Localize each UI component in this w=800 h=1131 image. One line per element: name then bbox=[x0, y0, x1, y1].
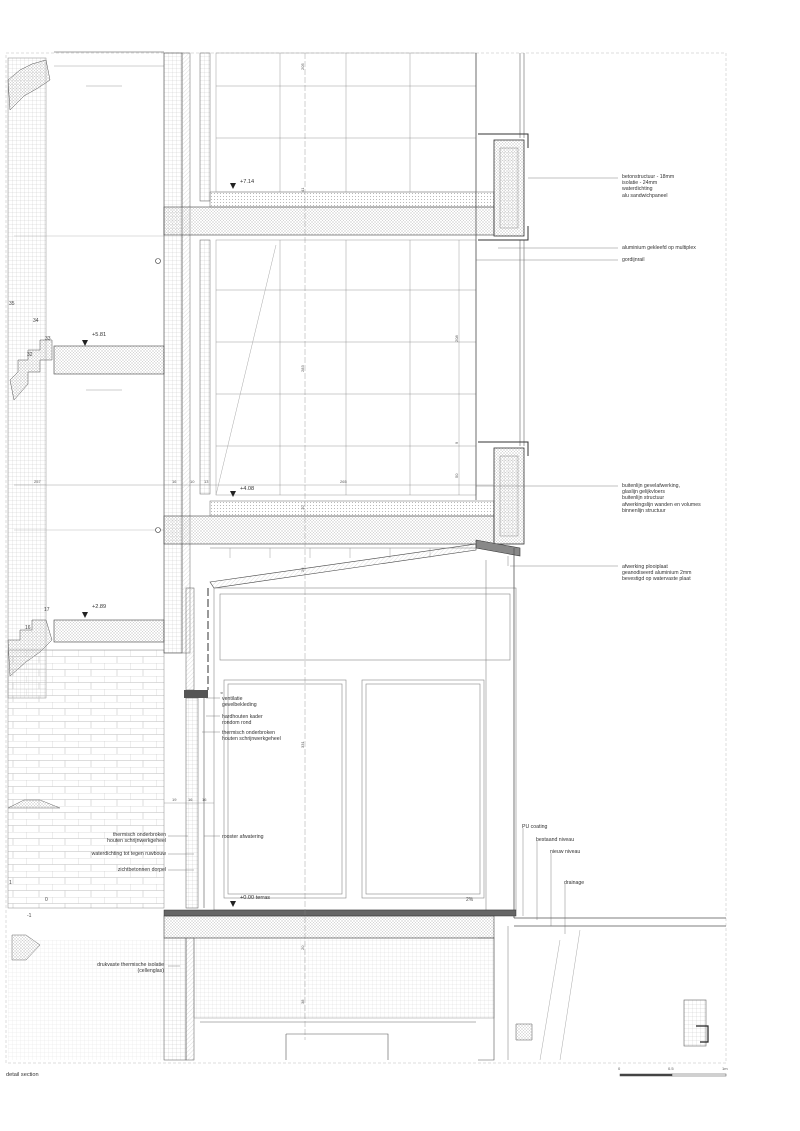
scale-label-1m: 1m bbox=[722, 1066, 728, 1071]
floor-slab-714 bbox=[163, 206, 495, 236]
floor-slab-581 bbox=[53, 345, 165, 375]
dimension-41: 41 bbox=[300, 187, 305, 192]
level-markers bbox=[82, 183, 236, 907]
dimension-208: 208 bbox=[454, 335, 459, 342]
annotation-drainage: drainage bbox=[564, 880, 585, 886]
annotation-waterproofing: waterdichting tot tegen ruwbouw bbox=[91, 851, 166, 857]
annotation-facade-lines: buitenlijn gevelafwerking,glaslijn gelij… bbox=[622, 483, 701, 514]
annotation-drain-grate: rooster afwatering bbox=[222, 834, 264, 840]
dimension-50: 50 bbox=[454, 473, 459, 478]
level-marker-289 bbox=[82, 612, 88, 618]
dimension-16c: 16 bbox=[202, 797, 207, 802]
dimension-205: 205 bbox=[300, 63, 305, 70]
annotation-concrete-sill: zichtbetonnen dorpel bbox=[117, 867, 166, 873]
stair-number-33: 33 bbox=[45, 336, 51, 342]
level-marker-000 bbox=[230, 901, 236, 907]
dimension-10b: 10 bbox=[300, 505, 305, 510]
existing-masonry bbox=[7, 649, 165, 909]
scale-bar bbox=[619, 1073, 727, 1077]
dimension-265: 265 bbox=[340, 479, 347, 484]
dimension-257: 257 bbox=[34, 479, 41, 484]
stair-number-0: 0 bbox=[45, 897, 48, 903]
level-marker-581 bbox=[82, 340, 88, 346]
level-label-000: +0.00 terras bbox=[240, 895, 271, 901]
dimension-283: 283 bbox=[300, 365, 305, 372]
dimension-16b: 16 bbox=[188, 797, 193, 802]
dimension-16a: 16 bbox=[172, 479, 177, 484]
level-marker-408 bbox=[230, 491, 236, 497]
scale-label-half: 0.5 bbox=[668, 1066, 674, 1071]
annotation-aluminium-multiplex: aluminium gekleefd op multiplex bbox=[622, 245, 696, 251]
stair-number-35: 35 bbox=[9, 301, 15, 307]
level-label-289: +2.89 bbox=[92, 604, 107, 610]
terrace-floor bbox=[163, 909, 517, 917]
glazed-volume-upper bbox=[215, 52, 477, 496]
canopy-soffit bbox=[209, 543, 477, 589]
inset-detail bbox=[683, 999, 709, 1047]
stair-number-16: 16 bbox=[25, 625, 31, 631]
annotation-pu-coating: PU coating bbox=[522, 824, 548, 830]
stair-number-34: 34 bbox=[33, 318, 39, 324]
dimension-38: 38 bbox=[300, 999, 305, 1004]
stair-number-1: 1 bbox=[9, 880, 12, 886]
stair-number-minus1: -1 bbox=[27, 913, 32, 919]
annotation-curtain-rail: gordijnrail bbox=[622, 257, 645, 263]
caption: detail section bbox=[6, 1072, 39, 1078]
annotation-cellular-glass: drukvaste thermische isolatie(cellenglas… bbox=[97, 962, 164, 975]
dimension-26a: 26 bbox=[300, 567, 305, 572]
dimension-19: 19 bbox=[172, 797, 177, 802]
dimension-331: 331 bbox=[300, 741, 305, 748]
level-label-408: +4.08 bbox=[240, 486, 255, 492]
dimension-9: 9 bbox=[454, 441, 459, 444]
dimension-10a: 10 bbox=[190, 479, 195, 484]
main-wall bbox=[163, 52, 183, 654]
annotation-new-level: nieuw niveau bbox=[550, 849, 581, 855]
scale-label-0: 0 bbox=[618, 1066, 621, 1071]
dimension-20: 20 bbox=[300, 945, 305, 950]
floor-slab-408 bbox=[163, 515, 495, 545]
stair-number-17: 17 bbox=[44, 607, 50, 613]
annotation-existing-level: bestaand niveau bbox=[536, 837, 575, 843]
dimension-13: 13 bbox=[204, 479, 209, 484]
dimension-6: 6 bbox=[219, 691, 224, 694]
slope-label: 2% bbox=[466, 897, 474, 903]
stair-number-32: 32 bbox=[27, 352, 33, 358]
glazed-volume-ground bbox=[213, 560, 517, 911]
level-label-581: +5.81 bbox=[92, 332, 107, 338]
floor-slab-289 bbox=[53, 619, 165, 643]
level-label-714: +7.14 bbox=[240, 179, 255, 185]
level-marker-714 bbox=[230, 183, 236, 189]
